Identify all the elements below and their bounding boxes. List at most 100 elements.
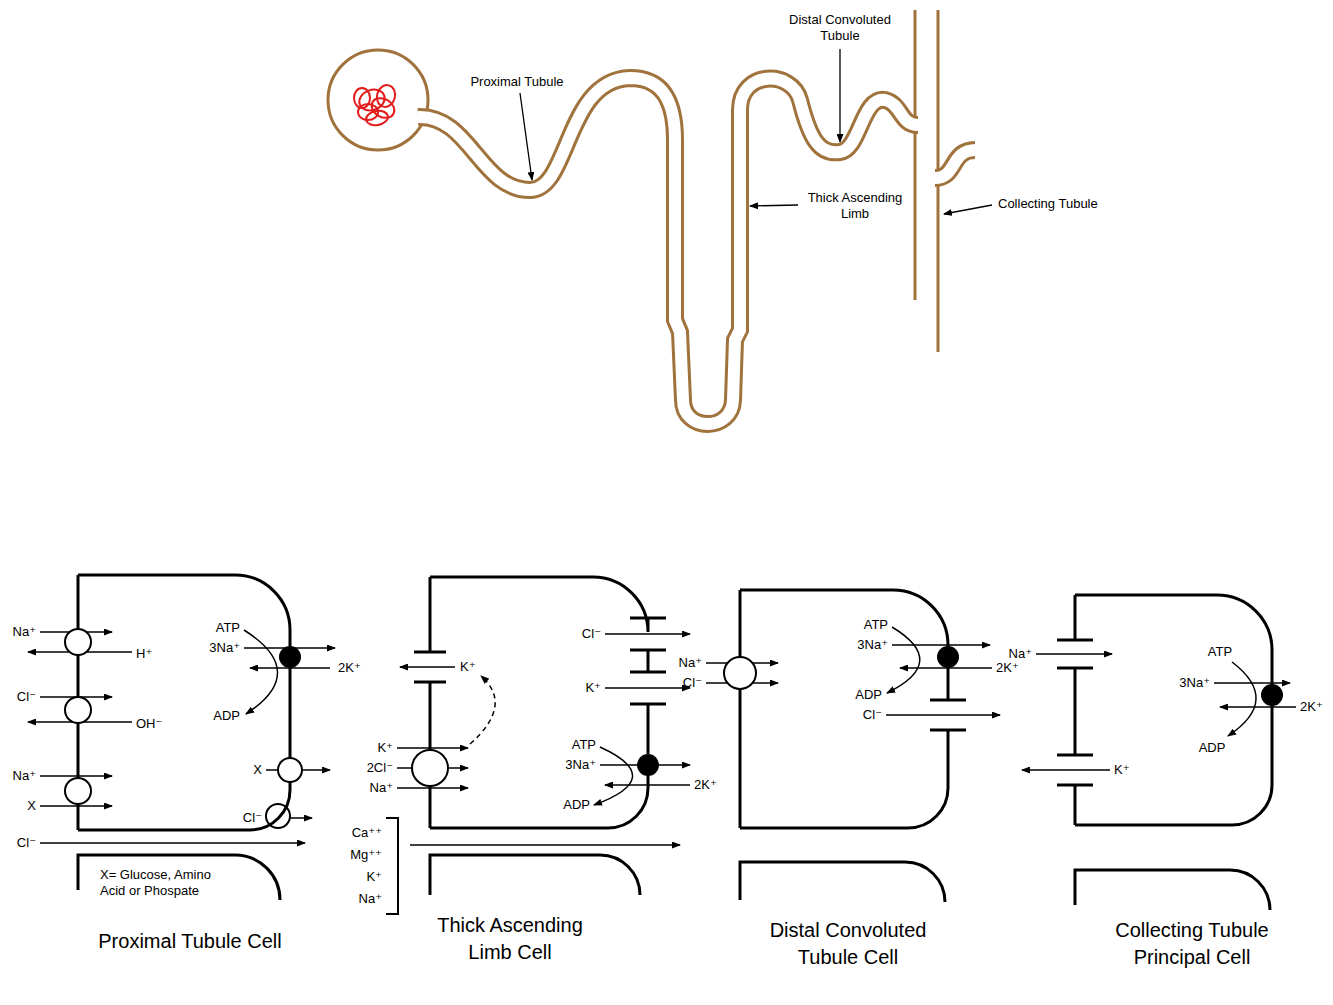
segment-label: Collecting Tubule (998, 196, 1098, 212)
transporter-circle (65, 629, 756, 828)
cell-membrane (430, 577, 648, 828)
energy-label: ATP (572, 737, 596, 753)
ion-label: 3Na⁺ (857, 637, 888, 653)
ion-label: OH⁻ (136, 716, 162, 732)
cell-membrane (1075, 595, 1272, 825)
ion-label: 2Cl⁻ (367, 760, 393, 776)
glomerulus-part (354, 88, 370, 108)
solute-label: X (253, 762, 262, 778)
cell-node: Distal Convoluted Tubule Cell (740, 590, 948, 828)
cell-caption: Distal Convoluted Tubule Cell (757, 917, 939, 971)
transport-arrow (28, 627, 1296, 845)
transport-arrow-part (887, 627, 920, 693)
channel-bar (414, 618, 1093, 785)
cell-membrane (78, 575, 290, 830)
transport-arrow-part (400, 666, 455, 668)
ion-label: Cl⁻ (683, 675, 702, 691)
ion-label: Na⁺ (370, 780, 393, 796)
cell-membrane (740, 590, 948, 828)
leader-arrow (520, 49, 992, 214)
nephron-illustration-part (328, 50, 428, 150)
transport-arrow-part (605, 633, 690, 635)
glomerulus-part (365, 109, 389, 127)
nephron-illustration-part (914, 10, 917, 300)
glomerulus (354, 83, 398, 127)
solute-label: X (27, 798, 36, 814)
cell-node: Proximal Tubule Cell (78, 575, 290, 830)
transport-arrow-part (1220, 706, 1296, 708)
energy-label: ATP (216, 620, 240, 636)
neighbour-cell-part (78, 855, 280, 900)
cell-outline (430, 577, 648, 828)
footnote: X= Glucose, Amino Acid or Phospate (100, 867, 225, 898)
leader-arrow-part (839, 49, 840, 142)
glomerulus-part (374, 83, 397, 109)
transporter-circle-part (65, 778, 91, 804)
leader-arrow-part (944, 205, 992, 214)
transport-arrow-part (1036, 653, 1112, 655)
transport-arrow-part (40, 775, 112, 777)
ion-label: 3Na⁺ (209, 640, 240, 656)
ion-label: Na⁺ (359, 891, 382, 907)
transporter-circle-part (65, 697, 91, 723)
cell-caption: Thick Ascending Limb Cell (424, 912, 596, 966)
glomerulus-part (368, 94, 398, 122)
ion-label: Cl⁻ (243, 810, 262, 826)
ion-label: Cl⁻ (17, 835, 36, 851)
segment-label: Proximal Tubule (470, 74, 563, 90)
ion-label: Cl⁻ (17, 689, 36, 705)
transporter-circle-part (724, 657, 756, 689)
transport-arrow-part (1228, 662, 1256, 736)
ion-label: Na⁺ (1009, 646, 1032, 662)
transport-arrow-part (410, 844, 680, 846)
ion-label: 3Na⁺ (565, 757, 596, 773)
energy-label: ADP (563, 797, 590, 813)
transporter-circle-part (278, 758, 302, 782)
neighbour-cell-part (1075, 870, 1270, 910)
leader-arrow-part (750, 205, 798, 206)
segment-label: Distal Convoluted Tubule (785, 12, 895, 43)
transport-arrow-part (40, 805, 112, 807)
ion-label: 3Na⁺ (1179, 675, 1210, 691)
ion-label: K⁺ (366, 869, 382, 885)
ion-label: Cl⁻ (582, 626, 601, 642)
nephron-illustration-part (418, 78, 918, 424)
ion-label: 2K⁺ (1300, 699, 1323, 715)
cell-caption: Proximal Tubule Cell (60, 928, 320, 955)
cell-caption: Collecting Tubule Principal Cell (1115, 917, 1269, 971)
ion-label: 2K⁺ (338, 660, 361, 676)
transport-arrow-part (397, 747, 468, 749)
cell-outline (740, 590, 948, 828)
energy-label: ADP (213, 708, 240, 724)
energy-label: ADP (855, 687, 882, 703)
cell-outline (78, 575, 290, 830)
segment-label: Thick Ascending Limb (800, 190, 910, 221)
ion-label: Na⁺ (13, 624, 36, 640)
ion-label: Na⁺ (13, 768, 36, 784)
ion-label: Ca⁺⁺ (352, 825, 382, 841)
ion-label: Mg⁺⁺ (350, 847, 382, 863)
ion-label: K⁺ (585, 680, 601, 696)
leader-arrow-part (520, 93, 532, 180)
energy-label: ATP (864, 617, 888, 633)
ion-label: K⁺ (460, 659, 476, 675)
neighbour-cell-part (430, 855, 640, 895)
transport-arrow-part (397, 787, 468, 789)
transport-arrow-part (1022, 769, 1110, 771)
nephron-illustration-part (418, 78, 918, 424)
bracket (386, 818, 398, 914)
ion-label: H⁺ (136, 646, 152, 662)
transport-arrow-part (594, 747, 633, 805)
cell-node: Collecting Tubule Principal Cell (1075, 595, 1272, 825)
cell-outline (1075, 595, 1272, 825)
transport-arrow-part (40, 842, 305, 844)
ion-label: Na⁺ (679, 655, 702, 671)
ion-label: K⁺ (377, 740, 393, 756)
transport-arrow-part (244, 630, 278, 714)
nephron-illustration (328, 10, 992, 424)
nephron-illustration-part (935, 150, 976, 178)
neighbour-cell-part (740, 862, 945, 902)
energy-label: ADP (1199, 740, 1226, 756)
